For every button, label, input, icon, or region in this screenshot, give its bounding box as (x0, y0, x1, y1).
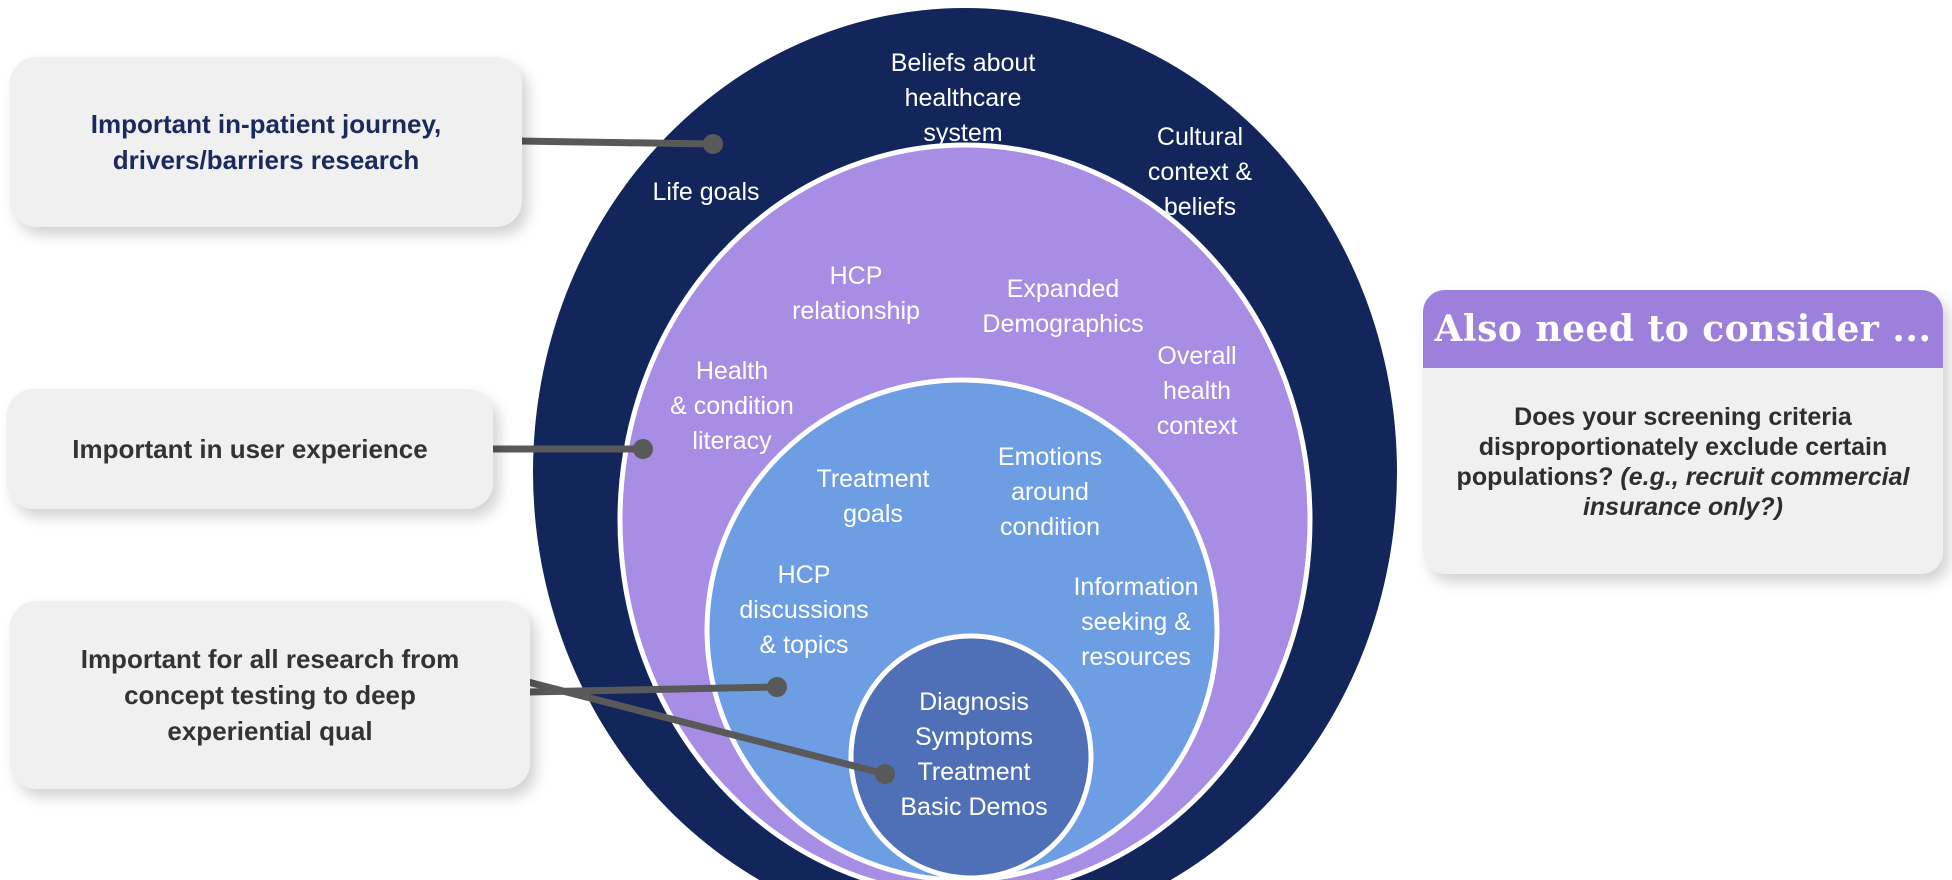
callout-also-need-to-consider: Also need to consider ... Does your scre… (1423, 290, 1943, 574)
callout-all-research-text: Important for all research from concept … (80, 644, 460, 746)
screening-criteria-question: Does your screening criteria disproporti… (1456, 403, 1888, 491)
connector-dot-patient-journey (703, 134, 723, 154)
callout-user-experience: Important in user experience (7, 389, 493, 509)
also-consider-header: Also need to consider ... (1423, 290, 1943, 368)
connector-dot-user-experience (633, 439, 653, 459)
also-consider-body: Does your screening criteria disproporti… (1423, 368, 1943, 574)
callout-patient-journey-text: Important in-patient journey, drivers/ba… (90, 109, 442, 175)
callout-all-research: Important for all research from concept … (10, 601, 530, 789)
callout-patient-journey: Important in-patient journey, drivers/ba… (10, 57, 522, 227)
callout-user-experience-text: Important in user experience (72, 434, 428, 464)
inner-core-circle (848, 633, 1094, 880)
connector-dot-all-research-b (875, 764, 895, 784)
also-consider-title: Also need to consider ... (1434, 308, 1932, 350)
connector-line-patient-journey (514, 137, 717, 148)
connector-line-all-research-b (524, 678, 889, 778)
screening-criteria-example: (e.g., recruit commercial insurance only… (1582, 463, 1910, 521)
connector-dot-all-research-a (767, 677, 787, 697)
